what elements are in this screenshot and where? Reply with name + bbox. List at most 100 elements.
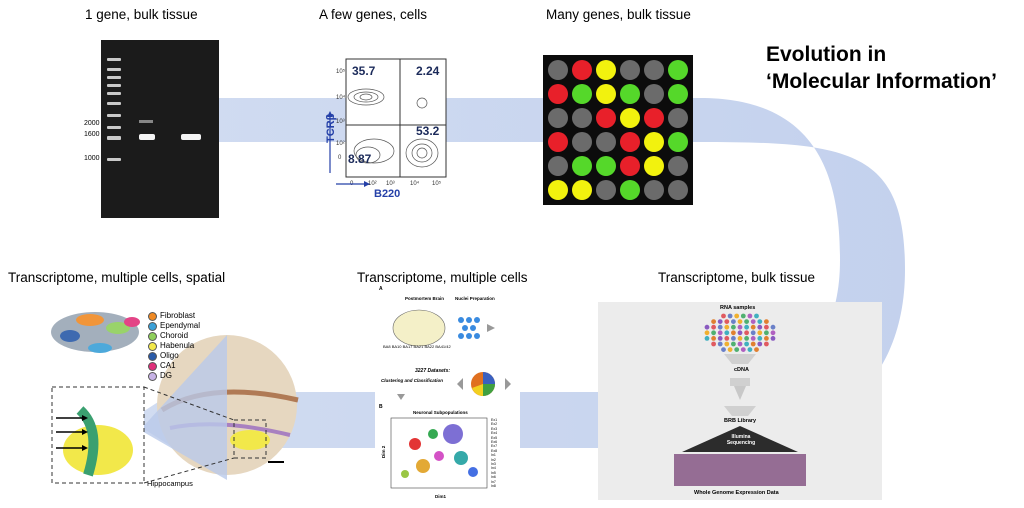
cluster-label: In8 — [491, 484, 496, 489]
array-spot — [620, 60, 640, 80]
legend-swatch — [148, 351, 157, 361]
rna-sample-dot — [750, 341, 756, 347]
array-spot — [620, 156, 640, 176]
legend-swatch — [148, 331, 157, 341]
array-spot — [644, 132, 664, 152]
flow-ylabel: TCRβ — [325, 113, 337, 143]
rna-sample-dot — [731, 341, 736, 347]
legend-label: Fibroblast — [160, 311, 196, 320]
legend-swatch — [148, 321, 157, 331]
singlecell-figure: A Postmortem Brain Nuclei Preparation 32… — [379, 286, 511, 499]
rna-sample-dot — [711, 324, 716, 330]
area-label: BA10 — [391, 344, 402, 349]
cluster-label: In5 — [491, 470, 496, 475]
rna-sample-dot — [711, 341, 716, 347]
array-spot — [548, 60, 568, 80]
rna-sample-dot — [744, 336, 749, 341]
legend-swatch — [148, 341, 157, 351]
rna-sample-dot — [744, 324, 749, 330]
rna-sample-dot — [747, 347, 753, 352]
flow-tick-y-1: 10⁵ — [336, 68, 346, 75]
rna-sample-dot — [737, 324, 743, 330]
array-spot — [620, 132, 640, 152]
rna-sample-dot — [731, 319, 736, 324]
rna-sample-dot — [744, 330, 749, 336]
array-spot — [572, 132, 592, 152]
rna-sample-dot — [731, 336, 736, 341]
array-spot — [572, 108, 592, 128]
array-spot — [644, 84, 664, 104]
rna-sample-dot — [757, 330, 763, 336]
dim1-label: Dim1 — [435, 494, 447, 499]
array-spot — [668, 108, 688, 128]
rna-sample-dot — [731, 330, 736, 336]
flow-xlabel: B220 — [374, 188, 400, 200]
dim2-label: Dim 2 — [381, 445, 386, 458]
array-spot — [548, 180, 568, 200]
areas-legend: BA8 BA10 BA17 BA21 BA22 BA41/42 — [383, 344, 463, 350]
rna-sample-dot — [717, 341, 723, 347]
legend-item: Ependymal — [148, 321, 200, 331]
rna-sample-dot — [757, 324, 763, 330]
array-spot — [548, 156, 568, 176]
gel-label-1000: 1000 — [84, 155, 100, 162]
rna-sample-dot — [770, 330, 776, 336]
rna-sample-dot — [764, 330, 769, 336]
cluster-label: Ex2 — [491, 422, 498, 427]
legend-swatch — [148, 311, 157, 321]
array-spot — [596, 180, 616, 200]
flow-tick-y-2: 10⁴ — [336, 94, 346, 101]
array-spot — [548, 84, 568, 104]
cluster-label: Ex5 — [491, 435, 498, 440]
array-spot — [620, 84, 640, 104]
area-label: BA22 — [424, 344, 435, 349]
array-spot — [548, 108, 568, 128]
rna-sample-dot — [724, 319, 730, 324]
rna-sample-dot — [724, 336, 730, 341]
array-spot — [668, 180, 688, 200]
caption-flow: A few genes, cells — [319, 7, 428, 22]
gel-label-1600: 1600 — [84, 131, 100, 138]
gel-bands — [107, 58, 201, 161]
cluster-label: Ex6 — [491, 440, 498, 445]
legend-swatch — [148, 361, 157, 371]
caption-gel: 1 gene, bulk tissue — [85, 7, 198, 22]
nuclei-label: Nuclei Preparation — [455, 296, 495, 301]
array-spot — [596, 156, 616, 176]
caption-bulk: Transcriptome, bulk tissue — [658, 270, 816, 285]
array-spot — [548, 132, 568, 152]
flow-tick-y-3: 10³ — [336, 119, 345, 125]
rna-sample-dot — [764, 336, 769, 341]
quadrant-value-lr: 53.2 — [416, 124, 440, 138]
array-spot — [668, 156, 688, 176]
array-spot — [668, 132, 688, 152]
legend-label: Choroid — [160, 331, 189, 340]
spatial-figure — [51, 312, 299, 484]
cluster-label: Ex3 — [491, 426, 498, 431]
spatial-panel — [40, 300, 310, 490]
area-label: BA41/42 — [435, 344, 451, 349]
rna-sample-dot — [724, 341, 730, 347]
rna-sample-dot — [750, 319, 756, 324]
array-spot — [572, 84, 592, 104]
cluster-label: In4 — [491, 466, 496, 471]
legend-label: Ependymal — [160, 321, 201, 330]
gel-image — [101, 40, 219, 218]
gel-label-2000: 2000 — [84, 120, 100, 127]
cluster-label: Ex8 — [491, 448, 498, 453]
legend-label: DG — [160, 371, 172, 380]
flow-tick-x-5: 10⁵ — [432, 180, 442, 187]
area-label: BA8 — [383, 344, 391, 349]
rna-samples-label: RNA samples — [720, 305, 756, 311]
cluster-label: In1 — [491, 453, 496, 458]
array-spot — [596, 84, 616, 104]
legend-label: Oligo — [160, 351, 179, 360]
rna-sample-dot — [737, 330, 743, 336]
cluster-label: Ex4 — [491, 431, 498, 436]
rna-sample-dot — [717, 319, 723, 324]
array-spot — [572, 60, 592, 80]
rna-sample-dot — [754, 313, 759, 319]
legend-item: Oligo — [148, 351, 200, 361]
flow-tick-x-2: 10² — [368, 181, 377, 187]
